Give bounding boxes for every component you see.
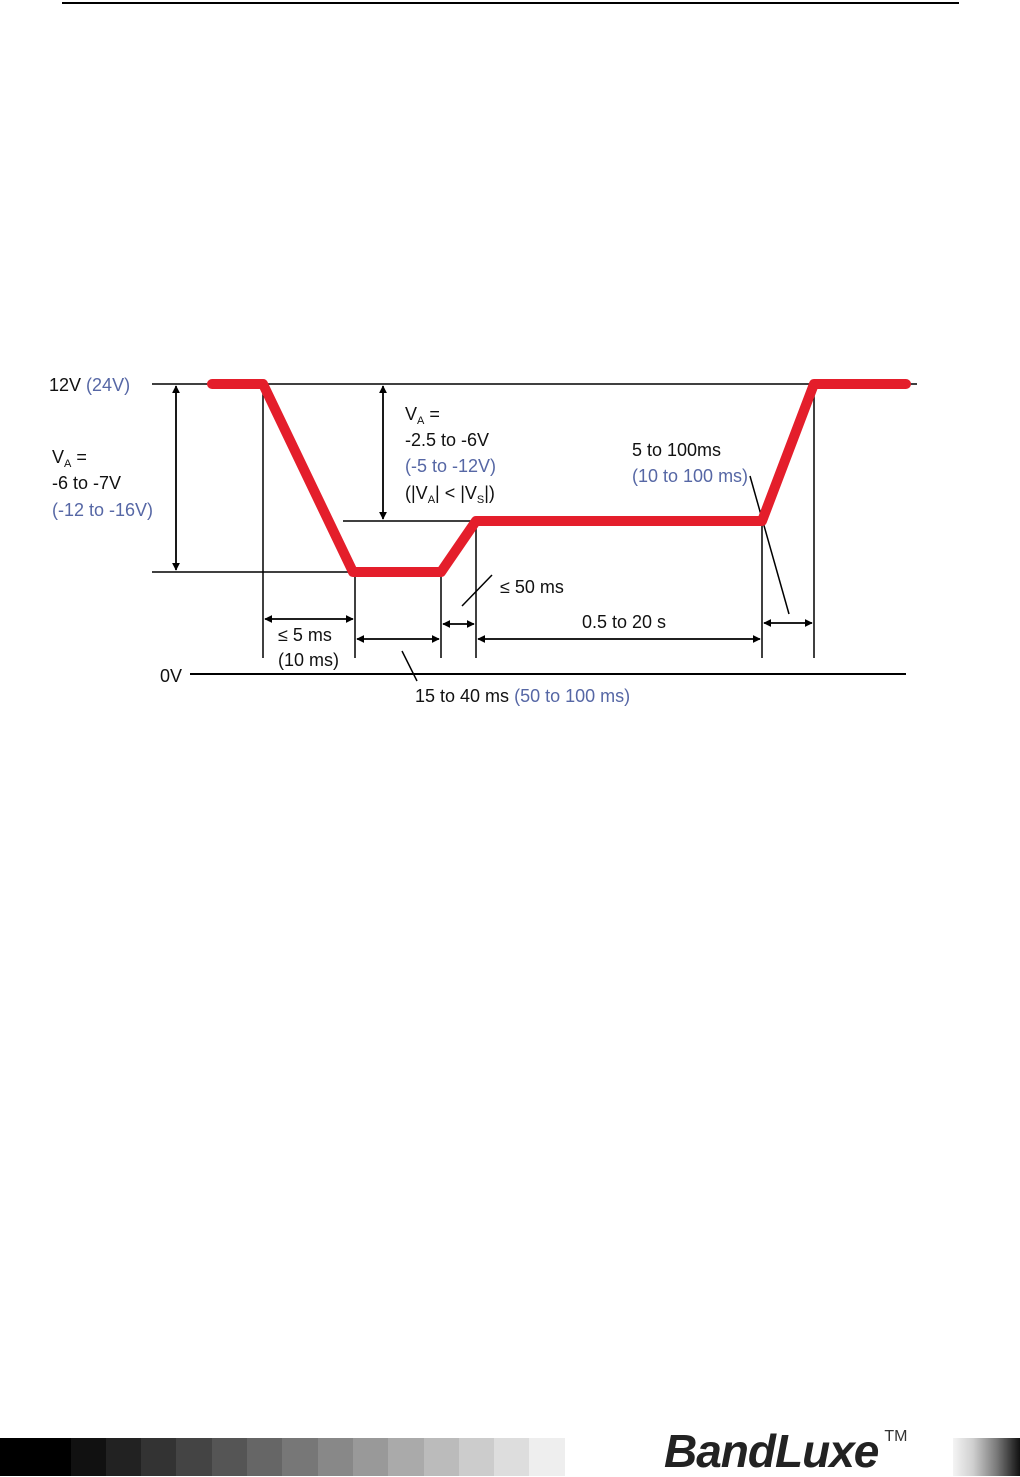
va-mid-line2: -2.5 to -6V (405, 430, 489, 450)
trademark-mark: TM (884, 1428, 907, 1446)
step-time-label: ≤ 50 ms (500, 577, 564, 597)
va-left-line1: VA = (52, 447, 87, 470)
voltage-waveform (212, 384, 906, 572)
fall-time-line1: ≤ 5 ms (278, 625, 332, 645)
label-12v: 12V (24V) (49, 375, 130, 395)
va-mid-line3: (-5 to -12V) (405, 456, 496, 476)
step-time-leader (462, 575, 492, 606)
label-0v: 0V (160, 666, 182, 686)
fall-time-line2: (10 ms) (278, 650, 339, 670)
brand-logo: BandLuxe TM (664, 1426, 907, 1476)
va-mid-line4: (|VA| < |VS|) (405, 483, 495, 506)
waveform-diagram: 12V (24V) VA = -6 to -7V (-12 to -16V) V… (0, 0, 1020, 760)
brand-name: BandLuxe (664, 1426, 878, 1476)
rise-time-line2: (10 to 100 ms) (632, 466, 748, 486)
footer-gradient-bar (953, 1438, 1020, 1476)
footer-grayscale-bar (0, 1438, 600, 1476)
va-left-line2: -6 to -7V (52, 473, 121, 493)
rise-time-line1: 5 to 100ms (632, 440, 721, 460)
va-mid-line1: VA = (405, 404, 440, 427)
low-time-label: 15 to 40 ms (50 to 100 ms) (415, 686, 630, 706)
va-left-line3: (-12 to -16V) (52, 500, 153, 520)
hold-time-label: 0.5 to 20 s (582, 612, 666, 632)
low-time-leader (402, 651, 417, 681)
